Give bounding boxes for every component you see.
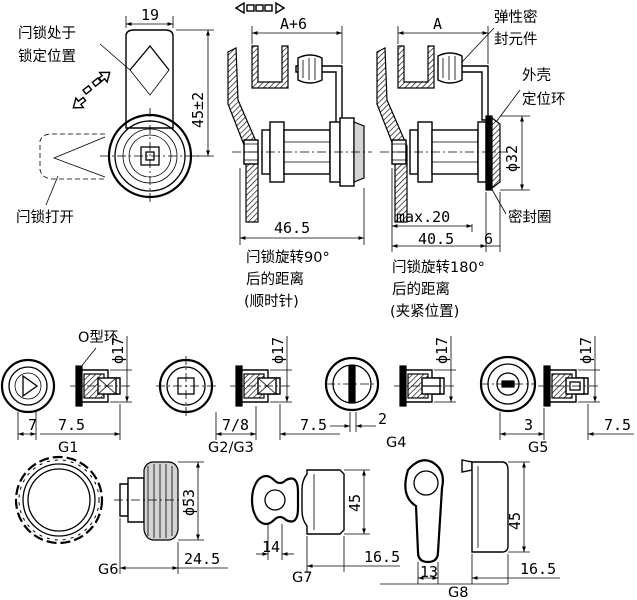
dim-g4-dia17: ϕ17: [433, 337, 451, 364]
dim-a: A: [433, 15, 442, 33]
dim-g1-dia17: ϕ17: [109, 337, 127, 364]
label-seal-ring: 密封圈: [508, 209, 552, 226]
dim-g23-a: 7/8: [222, 416, 249, 434]
dim-g8-w: 13: [420, 563, 438, 581]
travel-arrow-icon: [234, 1, 286, 15]
variant-label-g5: G5: [528, 440, 548, 456]
variant-g4: ϕ17 2 G4: [324, 336, 456, 451]
triangle-key-icon: [22, 374, 39, 398]
variant-label-g4: G4: [386, 435, 406, 451]
variant-g7: 14 45 16.5 G7: [250, 469, 400, 586]
label-rotate-90: 闩锁旋转90°: [246, 249, 330, 266]
variant-label-g6: G6: [98, 562, 118, 578]
label-rotate-180-3: (夹紧位置): [390, 303, 459, 320]
dim-g7-h: 45: [346, 494, 364, 512]
label-housing-ring-2: 定位环: [522, 91, 566, 108]
dim-a-plus-6: A+6: [280, 15, 307, 33]
variant-g6: ϕ53 24.5 G6: [14, 455, 228, 578]
variant-g1: O型环 ϕ17 7 7.5 G1: [0, 329, 132, 456]
dim-max-20: max.20: [396, 208, 450, 226]
dim-flange-6: 6: [484, 230, 493, 248]
dim-diameter-32: ϕ32: [503, 145, 521, 172]
wing-knob-front: [250, 474, 300, 526]
variant-g23: ϕ17 7/8 7.5 G2/G3: [156, 336, 340, 456]
variant-g5: ϕ17 3 7.5 G5: [479, 336, 634, 456]
open-latch-outline: [39, 133, 105, 180]
dim-g8-h: 45: [506, 512, 524, 530]
variant-label-g7: G7: [292, 570, 312, 586]
dim-g7-w: 14: [262, 538, 280, 556]
dim-g23-dia17: ϕ17: [269, 337, 287, 364]
label-elastic-seal-2: 封元件: [494, 31, 538, 48]
dim-top-width: 19: [141, 6, 159, 24]
label-rotate-180-2: 后的距离: [392, 281, 450, 298]
rotation-arrow-icon: [72, 71, 111, 109]
variant-label-g23: G2/G3: [208, 440, 254, 456]
variant-label-g8: G8: [448, 585, 468, 600]
front-view: 19 45±2 闩锁处于 锁定位置 闩锁打开: [16, 6, 214, 226]
dim-g6-dia53: ϕ53: [180, 489, 198, 516]
label-o-ring: O型环: [78, 329, 118, 346]
side-view-180: A ϕ32 max.20 40.5 6 弹性密 封元件 外壳 定位环 密封圈 闩…: [376, 9, 566, 320]
dim-g6-len: 24.5: [184, 550, 220, 568]
side-view-90: A+6 46.5 闩锁旋转90° 后的距离 (顺时针): [227, 1, 372, 310]
dim-g8-len: 16.5: [520, 560, 556, 578]
variant-g8: 13 45 16.5 G8: [380, 459, 560, 600]
dim-g23-b: 7.5: [300, 416, 327, 434]
lever-handle-front: [404, 459, 444, 564]
label-latch-open: 闩锁打开: [16, 209, 74, 226]
knurled-knob-icon: [14, 455, 104, 545]
dim-top-height: 45±2: [189, 92, 207, 128]
dim-g4-a: 2: [378, 410, 387, 428]
dim-g5-a: 3: [524, 416, 533, 434]
dim-distance-90: 46.5: [274, 219, 310, 237]
label-latch-locked-2: 锁定位置: [18, 48, 76, 65]
variant-label-g1: G1: [58, 440, 78, 456]
label-rotate-90-3: (顺时针): [244, 293, 299, 310]
label-latch-locked: 闩锁处于: [18, 25, 76, 42]
dim-g5-dia17: ϕ17: [577, 337, 595, 364]
label-housing-ring: 外壳: [522, 67, 551, 84]
dim-distance-180: 40.5: [418, 230, 454, 248]
dim-g1-b: 7.5: [58, 416, 85, 434]
locked-latch: [125, 29, 174, 129]
label-rotate-90-2: 后的距离: [246, 271, 304, 288]
label-rotate-180: 闩锁旋转180°: [392, 259, 485, 276]
label-elastic-seal: 弹性密: [494, 9, 538, 26]
dim-g1-a: 7: [28, 416, 37, 434]
dim-g5-b: 7.5: [604, 416, 631, 434]
dim-g7-len: 16.5: [364, 548, 400, 566]
